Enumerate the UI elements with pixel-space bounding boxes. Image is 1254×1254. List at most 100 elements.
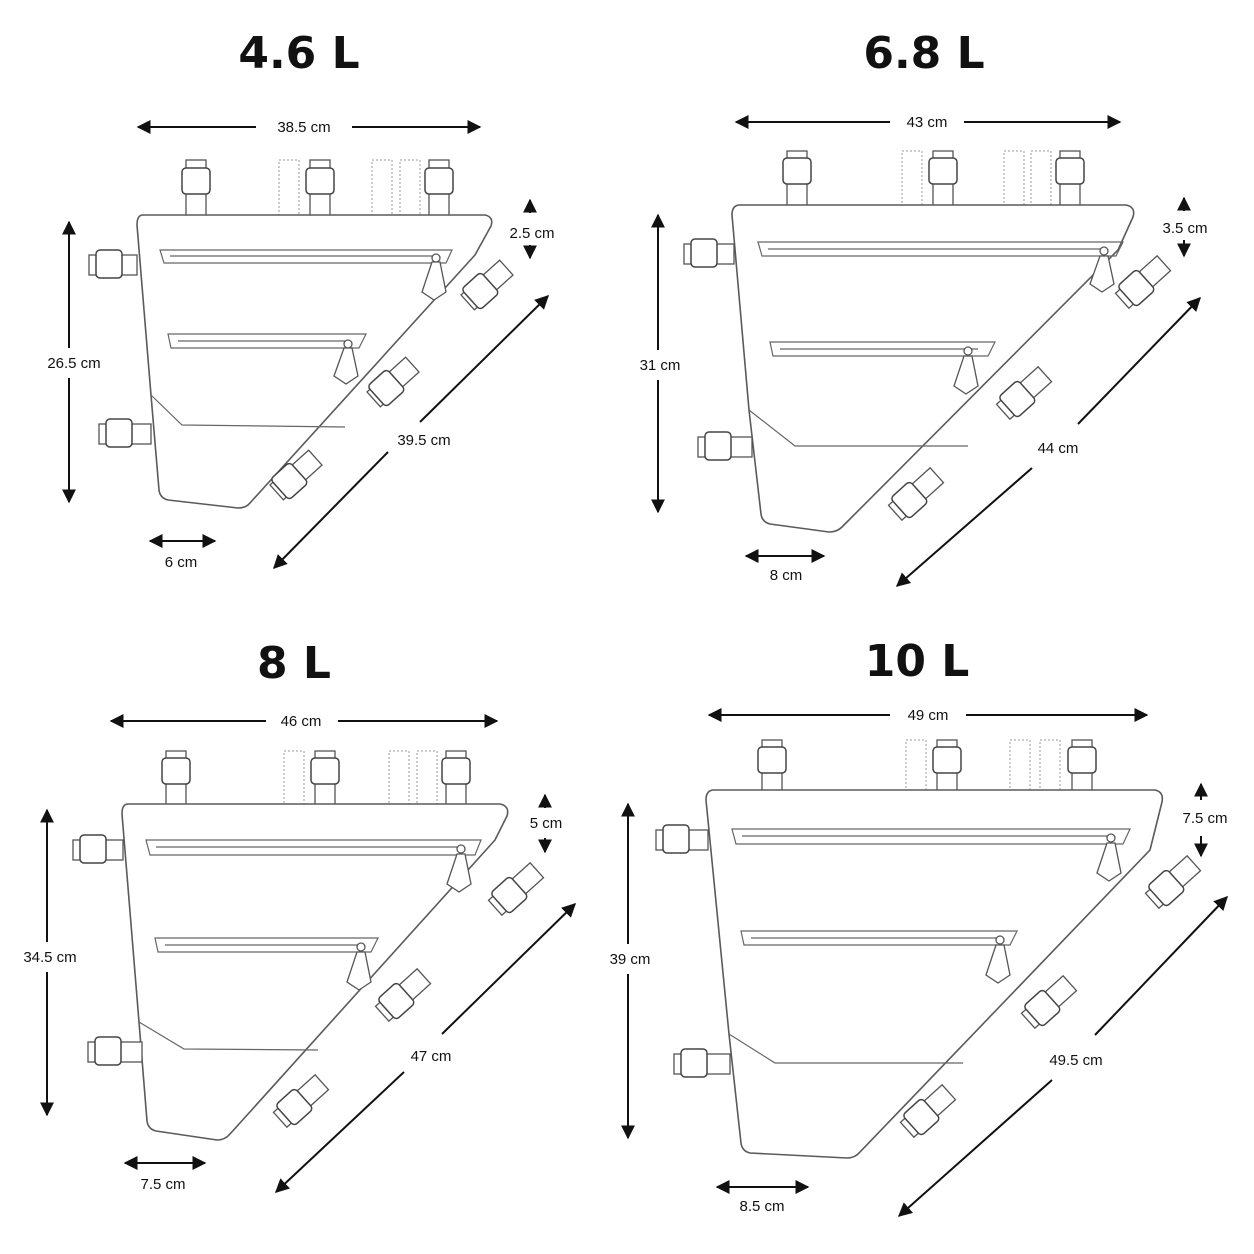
volume-title: 6.8 L [863,28,984,79]
buckle-icon [757,746,787,774]
zipper-pull-icon [431,253,441,263]
zipper-pull-tab-icon [985,944,1011,984]
top-zipper [757,241,1124,257]
bag-outline [136,214,493,509]
zipper-pull-tab-icon [333,347,359,385]
bottom-width-label: 7.5 cm [140,1176,185,1193]
diagonal-strap [366,356,420,408]
zipper-pull-tab-icon [1096,842,1122,882]
bottom-width-label: 8.5 cm [739,1198,784,1215]
bag-outline [121,803,509,1141]
top-strap-ghost [283,750,305,808]
top-strap-ghost [371,159,393,219]
diagonal-arrow-up [441,903,577,1035]
height-label: 26.5 cm [47,355,100,372]
width-label: 38.5 cm [277,119,330,136]
top-strap-ghost [1039,739,1061,797]
buckle-icon [928,157,958,185]
diagonal-strap [995,365,1053,421]
zipper-pull-icon [1106,833,1116,843]
buckle-icon [1067,746,1097,774]
top-depth-label: 7.5 cm [1182,810,1227,827]
bottom-width-label: 6 cm [165,554,198,571]
height-label: 39 cm [610,951,651,968]
bag-drawing [655,739,1202,1159]
diagonal-arrow-up [1077,296,1201,425]
bottom-panel-seam [138,1021,319,1051]
buckle-icon [161,757,191,785]
top-zipper [159,249,453,264]
zipper-pull-icon [356,942,366,952]
diagonal-arrow-down [895,467,1033,587]
volume-title: 4.6 L [238,28,359,79]
diagonal-strap [1020,974,1078,1030]
top-strap-ghost [905,739,927,797]
diagonal-label: 47 cm [411,1048,452,1065]
bag-drawing [72,750,545,1141]
buckle-icon [662,824,690,854]
zipper-pull-tab-icon [446,853,472,893]
bag-panel-8l: 8 L 46 cm 5 cm 34.5 cm 47 cm 7.5 cm [23,638,577,1193]
bag-panel-10l: 10 L 49 cm 7.5 cm 39 cm 49.5 cm 8.5 cm [610,636,1228,1217]
diagonal-label: 39.5 cm [397,432,450,449]
lower-zipper [769,341,996,357]
top-strap-ghost [399,159,421,219]
lower-zipper [167,333,367,349]
zipper-pull-tab-icon [1089,255,1115,293]
top-strap-ghost [1003,150,1025,208]
buckle-icon [79,834,107,864]
bottom-panel-seam [150,394,346,428]
top-strap-ghost [1009,739,1031,797]
top-strap-ghost [278,159,300,219]
zipper-pull-tab-icon [953,355,979,395]
zipper-pull-tab-icon [346,951,372,991]
diagonal-strap [1144,854,1202,910]
buckle-icon [95,249,123,279]
top-strap-ghost [1030,150,1052,208]
buckle-icon [305,167,335,195]
diagonal-arrow-down [897,1079,1053,1217]
width-label: 49 cm [908,707,949,724]
diagonal-arrow-up [419,295,549,423]
height-label: 34.5 cm [23,949,76,966]
buckle-icon [680,1048,708,1078]
bag-drawing [683,150,1172,533]
buckle-icon [441,757,471,785]
bag-panel-4-6l: 4.6 L 38.5 cm 2.5 cm 26.5 cm 39.5 cm 6 c… [47,28,554,571]
diagonal-strap [374,967,432,1023]
bag-outline [731,204,1135,533]
buckle-icon [1055,157,1085,185]
diagonal-arrow-down [274,1071,405,1193]
width-label: 46 cm [281,713,322,730]
bottom-panel-seam [728,1033,963,1064]
buckle-icon [181,167,211,195]
top-zipper [145,839,482,856]
diagonal-strap [1114,254,1172,310]
lower-zipper [740,930,1018,946]
diagonal-strap [487,861,545,917]
lower-zipper [154,937,379,953]
bag-panel-6-8l: 6.8 L 43 cm 3.5 cm 31 cm 44 cm 8 cm [640,28,1208,587]
buckle-icon [932,746,962,774]
volume-title: 8 L [257,638,331,689]
zipper-pull-icon [343,339,353,349]
zipper-pull-icon [456,844,466,854]
bottom-width-label: 8 cm [770,567,803,584]
diagonal-label: 49.5 cm [1049,1052,1102,1069]
width-label: 43 cm [907,114,948,131]
volume-title: 10 L [865,636,970,687]
buckle-icon [310,757,340,785]
diagonal-strap [899,1083,957,1139]
zipper-pull-icon [995,935,1005,945]
top-strap-ghost [416,750,438,808]
buckle-icon [782,157,812,185]
bottom-panel-seam [748,409,968,447]
top-strap-ghost [901,150,923,208]
buckle-icon [105,418,133,448]
buckle-icon [704,431,732,461]
buckle-icon [690,238,718,268]
diagonal-strap [269,449,323,501]
diagonal-strap [272,1073,330,1129]
diagonal-arrow-up [1094,895,1228,1036]
bag-outline [705,789,1164,1159]
